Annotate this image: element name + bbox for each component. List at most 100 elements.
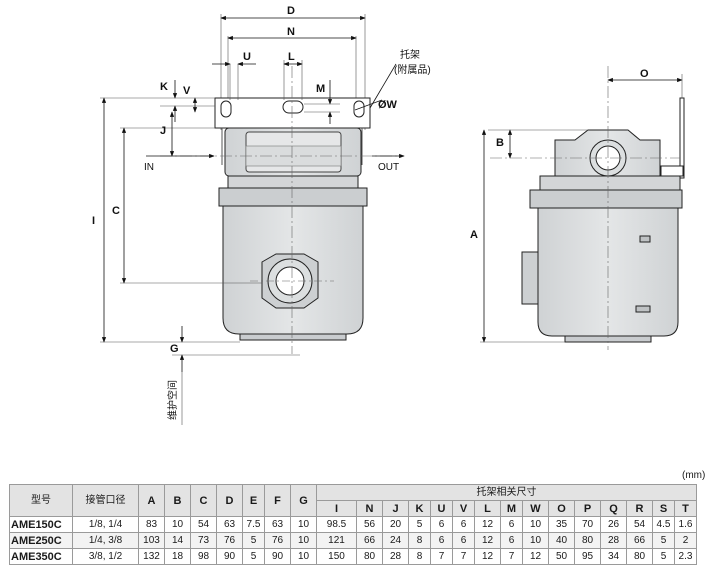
cell-o: 40 <box>548 532 575 549</box>
front-dimensions <box>100 15 405 425</box>
port-header: 接管口径 <box>72 484 139 517</box>
col-header-e: E <box>242 484 265 517</box>
col-header-g: G <box>290 484 317 517</box>
port-size-cell: 1/8, 1/4 <box>72 516 139 533</box>
cell-a: 83 <box>138 516 165 533</box>
cell-g: 10 <box>290 548 317 565</box>
dim-label-m: M <box>316 83 325 95</box>
cell-c: 98 <box>190 548 217 565</box>
cell-e: 7.5 <box>242 516 265 533</box>
col-header-k: K <box>408 500 431 517</box>
cell-v: 6 <box>452 516 475 533</box>
cell-m: 6 <box>500 516 523 533</box>
cell-e: 5 <box>242 532 265 549</box>
cell-s: 5 <box>652 548 675 565</box>
maintenance-space-label: 维护空间 <box>166 380 179 420</box>
cell-k: 8 <box>408 532 431 549</box>
cell-u: 7 <box>430 548 453 565</box>
cell-o: 35 <box>548 516 575 533</box>
col-header-l: L <box>474 500 501 517</box>
cell-p: 80 <box>574 532 601 549</box>
cell-q: 28 <box>600 532 627 549</box>
cell-q: 34 <box>600 548 627 565</box>
cell-t: 2 <box>674 532 697 549</box>
dim-label-l: L <box>288 51 295 63</box>
dim-label-a: A <box>470 229 478 241</box>
bracket-group-header: 托架相关尺寸 <box>316 484 697 501</box>
col-header-t: T <box>674 500 697 517</box>
dim-label-g: G <box>170 343 179 355</box>
cell-j: 20 <box>382 516 409 533</box>
cell-o: 50 <box>548 548 575 565</box>
cell-g: 10 <box>290 532 317 549</box>
cell-f: 90 <box>264 548 291 565</box>
col-header-o: O <box>548 500 575 517</box>
cell-m: 6 <box>500 532 523 549</box>
dim-label-b: B <box>496 137 504 149</box>
dim-label-i: I <box>92 215 95 227</box>
cell-w: 10 <box>522 532 549 549</box>
col-header-n: N <box>356 500 383 517</box>
out-label: OUT <box>378 162 399 173</box>
in-label: IN <box>144 162 154 173</box>
model-header: 型号 <box>9 484 73 517</box>
cell-f: 63 <box>264 516 291 533</box>
cell-n: 56 <box>356 516 383 533</box>
dim-label-d: D <box>287 5 295 17</box>
cell-n: 80 <box>356 548 383 565</box>
cell-d: 90 <box>216 548 243 565</box>
cell-w: 12 <box>522 548 549 565</box>
dim-label-n: N <box>287 26 295 38</box>
col-header-f: F <box>264 484 291 517</box>
cell-t: 2.3 <box>674 548 697 565</box>
cell-s: 5 <box>652 532 675 549</box>
cell-s: 4.5 <box>652 516 675 533</box>
cell-i: 98.5 <box>316 516 357 533</box>
cell-r: 80 <box>626 548 653 565</box>
port-size-cell: 3/8, 1/2 <box>72 548 139 565</box>
col-header-i: I <box>316 500 357 517</box>
cell-r: 66 <box>626 532 653 549</box>
cell-b: 18 <box>164 548 191 565</box>
technical-drawing: D N U L K V M ØW J C I G IN OUT 托架 (附属品)… <box>92 5 685 425</box>
cell-t: 1.6 <box>674 516 697 533</box>
cell-v: 7 <box>452 548 475 565</box>
cell-q: 26 <box>600 516 627 533</box>
cell-j: 28 <box>382 548 409 565</box>
col-header-d: D <box>216 484 243 517</box>
cell-d: 63 <box>216 516 243 533</box>
cell-g: 10 <box>290 516 317 533</box>
cell-r: 54 <box>626 516 653 533</box>
col-header-m: M <box>500 500 523 517</box>
cell-a: 132 <box>138 548 165 565</box>
units-label: (mm) <box>682 470 706 481</box>
dim-label-j: J <box>160 125 166 137</box>
cell-i: 121 <box>316 532 357 549</box>
port-size-cell: 1/4, 3/8 <box>72 532 139 549</box>
bracket-callout-title: 托架 <box>400 48 420 61</box>
cell-b: 14 <box>164 532 191 549</box>
cell-i: 150 <box>316 548 357 565</box>
col-header-j: J <box>382 500 409 517</box>
col-header-a: A <box>138 484 165 517</box>
dim-label-o: O <box>640 68 649 80</box>
cell-c: 73 <box>190 532 217 549</box>
cell-e: 5 <box>242 548 265 565</box>
cell-d: 76 <box>216 532 243 549</box>
cell-k: 5 <box>408 516 431 533</box>
dim-label-u: U <box>243 51 251 63</box>
cell-p: 70 <box>574 516 601 533</box>
cell-a: 103 <box>138 532 165 549</box>
col-header-v: V <box>452 500 475 517</box>
table-header-row: 型号 接管口径 A B C D E F G 托架相关尺寸 <box>9 484 697 517</box>
dim-label-k: K <box>160 81 168 93</box>
cell-n: 66 <box>356 532 383 549</box>
cell-b: 10 <box>164 516 191 533</box>
dim-label-w: ØW <box>378 99 398 111</box>
cell-m: 7 <box>500 548 523 565</box>
cell-p: 95 <box>574 548 601 565</box>
